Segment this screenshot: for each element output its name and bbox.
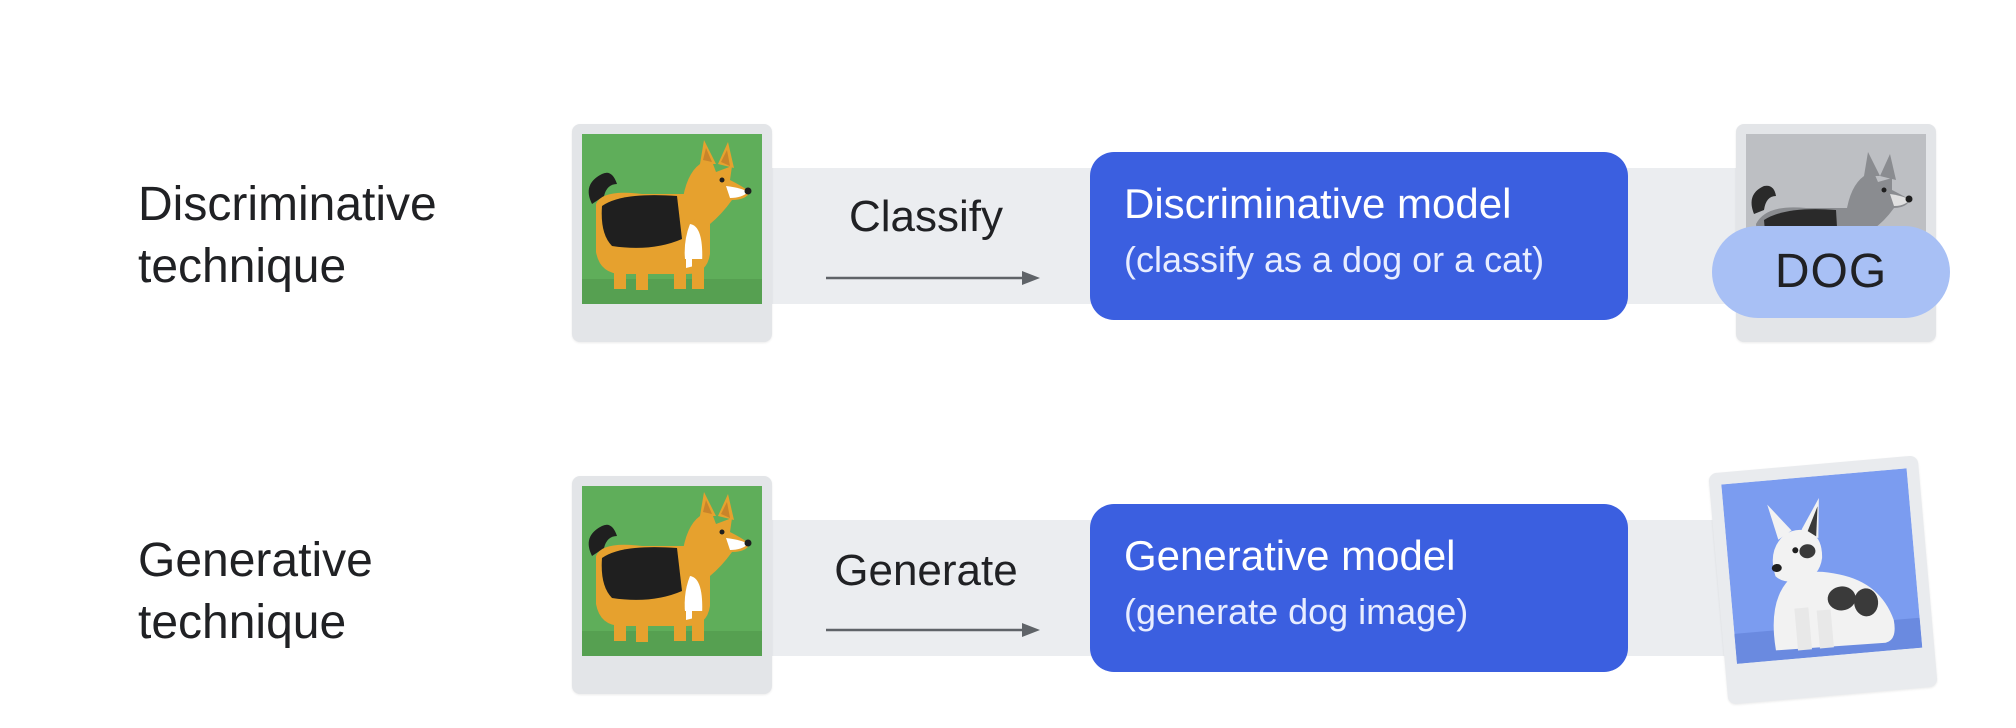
label-line-2: technique [138, 596, 347, 649]
generative-label: Generative technique [138, 530, 373, 654]
generative-row: Generative technique [0, 455, 2016, 710]
dog-output-label: DOG [1712, 226, 1950, 318]
model-title: Generative model [1124, 532, 1456, 579]
arrow-icon [826, 623, 1040, 637]
arrow-icon [826, 271, 1040, 285]
model-subtitle: (classify as a dog or a cat) [1124, 239, 1545, 280]
discriminative-row: Discriminative technique [0, 118, 2016, 358]
label-line-1: Generative [138, 534, 373, 587]
discriminative-label: Discriminative technique [138, 174, 437, 298]
model-subtitle: (generate dog image) [1124, 591, 1469, 632]
classify-label: Classify [848, 192, 1004, 241]
discriminative-model-box: Discriminative model (classify as a dog … [1090, 152, 1628, 320]
model-title: Discriminative model [1124, 180, 1512, 227]
generate-label: Generate [834, 546, 1018, 595]
generated-dog-photo-icon [1708, 455, 1938, 705]
label-line-1: Discriminative [138, 178, 437, 231]
dog-photo-icon [572, 124, 772, 342]
dog-photo-icon [572, 476, 772, 694]
generative-model-box: Generative model (generate dog image) [1090, 504, 1628, 672]
label-line-2: technique [138, 240, 347, 293]
